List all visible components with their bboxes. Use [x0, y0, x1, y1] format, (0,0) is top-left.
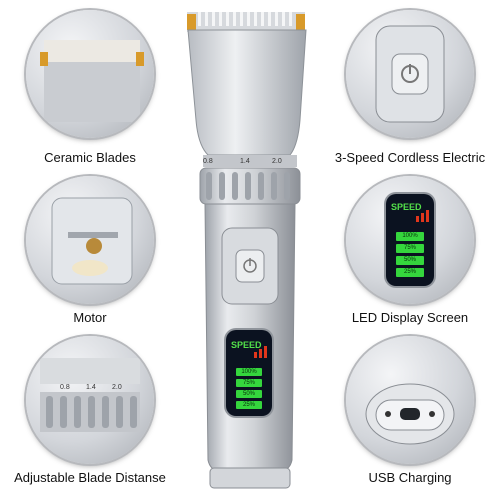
- led-display-screen: SPEED 100% 75% 50% 25%: [386, 194, 434, 286]
- led-speed-title: SPEED: [231, 340, 262, 350]
- caption-led-display: LED Display Screen: [351, 310, 469, 325]
- led-speed-bar: [259, 349, 262, 358]
- led-level: 75%: [396, 244, 424, 253]
- led-level: 25%: [236, 401, 262, 409]
- adjustable-blade-closeup: 0.8 1.4 2.0: [26, 336, 154, 464]
- trimmer-blade: [187, 12, 305, 32]
- caption-usb-charging: USB Charging: [368, 470, 452, 485]
- led-level: 75%: [236, 379, 262, 387]
- scale-label: 0.8: [203, 158, 213, 165]
- scale-label: 2.0: [272, 158, 282, 165]
- usb-charging-closeup: [346, 336, 474, 464]
- scale-label: 1.4: [86, 384, 96, 391]
- caption-adjustable-blade: Adjustable Blade Distanse: [14, 470, 166, 485]
- scale-label: 0.8: [60, 384, 70, 391]
- usb-port-icon: [365, 383, 455, 445]
- led-display-closeup: SPEED 100% 75% 50% 25%: [346, 176, 474, 304]
- led-speed-bar: [416, 216, 419, 222]
- caption-motor: Motor: [73, 310, 107, 325]
- led-speed-bar: [426, 210, 429, 222]
- led-speed-bar: [264, 346, 267, 358]
- speed-button-closeup: [346, 10, 474, 138]
- ceramic-blade-icon: [40, 40, 144, 122]
- power-button-icon: [375, 25, 445, 123]
- motor-icon: [51, 197, 133, 285]
- led-level: 100%: [396, 232, 424, 241]
- led-level: 25%: [396, 268, 424, 277]
- led-display-screen: SPEED 100% 75% 50% 25%: [226, 330, 272, 416]
- adjustment-ring: [199, 167, 301, 205]
- motor-closeup: [26, 176, 154, 304]
- led-speed-title: SPEED: [391, 202, 422, 212]
- caption-speed-electric: 3-Speed Cordless Electric: [334, 150, 486, 165]
- trimmer-head: [187, 29, 307, 156]
- ceramic-blades-closeup: [26, 10, 154, 138]
- led-level: 50%: [396, 256, 424, 265]
- led-level: 100%: [236, 368, 262, 376]
- scale-label: 1.4: [240, 158, 250, 165]
- caption-ceramic-blades: Ceramic Blades: [44, 150, 136, 165]
- led-level: 50%: [236, 390, 262, 398]
- led-speed-bar: [421, 213, 424, 222]
- led-speed-bar: [254, 352, 257, 358]
- scale-label: 2.0: [112, 384, 122, 391]
- adjustment-ring-icon: [40, 358, 140, 432]
